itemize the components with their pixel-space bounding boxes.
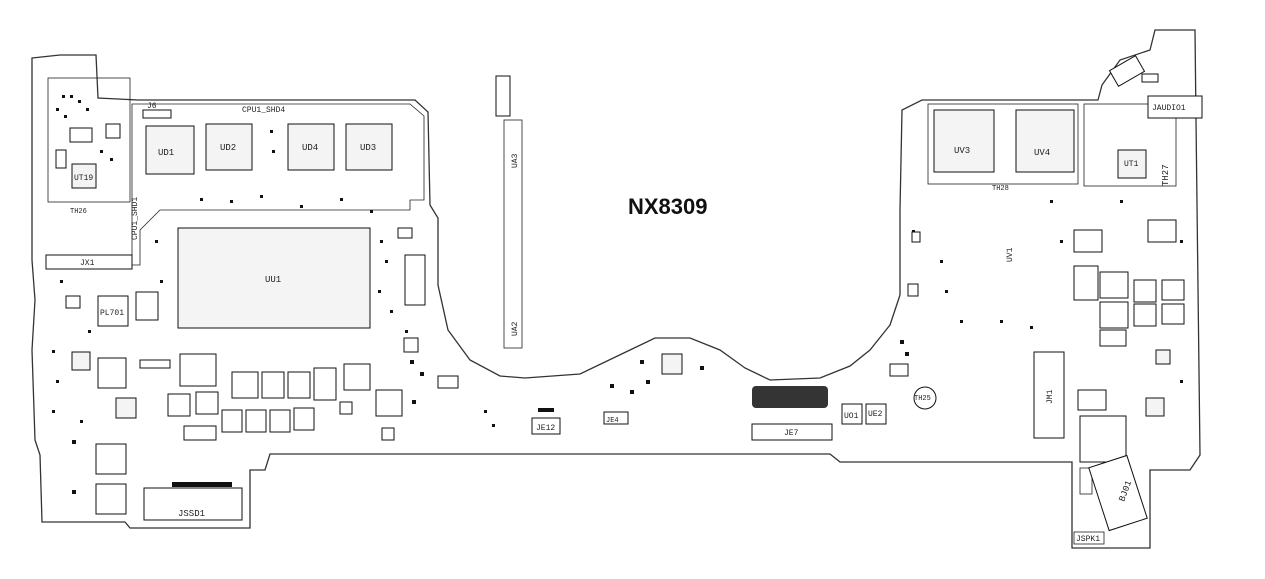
component-right-conn-3 — [889, 363, 909, 377]
chip-ud2 — [205, 123, 253, 171]
component-left-ic6 — [65, 295, 81, 309]
component-uo1 — [841, 403, 863, 425]
label-ua3: UA3 — [511, 153, 520, 168]
label-jspk1: JSPK1 — [1076, 535, 1100, 544]
label-ua2: UA2 — [511, 321, 520, 336]
component-q1 — [397, 227, 413, 239]
component-center-ic — [661, 353, 683, 375]
label-uv3: UV3 — [954, 146, 970, 156]
label-je12: JE12 — [536, 424, 555, 433]
label-th28: TH28 — [992, 185, 1009, 193]
chip-ud4 — [287, 123, 335, 171]
component-jaudio1 — [1147, 95, 1203, 119]
component-je4 — [603, 411, 629, 425]
component-th25 — [913, 386, 937, 410]
power-section-left — [139, 337, 459, 441]
label-cpu1-shd1: CPU1_SHD1 — [131, 197, 140, 240]
label-th25: TH25 — [914, 395, 931, 403]
label-uo1: UO1 — [844, 412, 859, 421]
label-jaudio1: JAUDIO1 — [1152, 104, 1186, 113]
component-left-ic4 — [95, 443, 127, 475]
component-small-3 — [55, 149, 67, 169]
component-jm1 — [1033, 351, 1065, 439]
component-je7 — [751, 423, 833, 441]
board-name: NX8309 — [628, 194, 708, 219]
label-uu1: UU1 — [265, 275, 281, 285]
pads-right — [900, 200, 1183, 383]
label-ud3: UD3 — [360, 143, 376, 153]
shield-ut1 — [1083, 103, 1177, 187]
chip-uv3 — [933, 109, 995, 173]
pads-left-column — [52, 280, 91, 494]
label-je7: JE7 — [784, 429, 799, 438]
component-left-ic3 — [115, 397, 137, 419]
chip-uu1 — [177, 227, 371, 329]
shield-uv — [927, 103, 1079, 185]
label-ud1: UD1 — [158, 148, 174, 158]
label-ue2: UE2 — [868, 410, 883, 419]
label-ud2: UD2 — [220, 143, 236, 153]
pads-topleft — [56, 95, 113, 161]
component-je7-bga — [752, 386, 828, 408]
label-jx1: JX1 — [80, 259, 95, 268]
component-pl701 — [97, 295, 129, 327]
component-ue2 — [865, 403, 887, 425]
label-th27: TH27 — [1161, 164, 1171, 186]
pads-center — [484, 360, 704, 427]
component-small-1 — [69, 127, 93, 143]
component-left-cap — [135, 291, 159, 321]
shield-ut19-area — [47, 77, 131, 203]
component-small-2 — [105, 123, 121, 139]
component-jssd1 — [143, 487, 243, 521]
label-th26: TH26 — [70, 208, 87, 216]
chip-uv4 — [1015, 109, 1075, 173]
component-left-ic2 — [97, 357, 127, 389]
label-j6: J6 — [147, 102, 157, 111]
label-je4: JE4 — [606, 417, 619, 425]
component-jssd1-pins — [172, 482, 232, 487]
component-top-conn-2 — [1141, 73, 1159, 83]
component-je12-pads — [538, 408, 554, 412]
component-jspk1 — [1073, 531, 1105, 545]
label-jssd1: JSSD1 — [178, 509, 205, 519]
label-uv4: UV4 — [1034, 148, 1050, 158]
label-uv1: UV1 — [1006, 247, 1015, 262]
component-jx1 — [45, 254, 133, 270]
chip-ud1 — [145, 125, 195, 175]
label-ud4: UD4 — [302, 143, 318, 153]
label-pl701: PL701 — [100, 309, 124, 318]
component-ut19 — [71, 163, 97, 189]
chip-ud3 — [345, 123, 393, 171]
label-ut1: UT1 — [1124, 160, 1139, 169]
component-bj01 — [1088, 454, 1148, 532]
component-j6 — [142, 109, 172, 119]
component-ua-strip — [503, 119, 523, 349]
shield-cpu1 — [131, 103, 425, 266]
component-vreg-stack — [404, 254, 426, 306]
component-top-conn — [1108, 55, 1146, 87]
component-je12 — [531, 417, 561, 435]
component-left-ic5 — [95, 483, 127, 515]
label-cpu1-shd4: CPU1_SHD4 — [242, 106, 285, 115]
component-right-conn-2 — [911, 231, 921, 243]
label-ut19: UT19 — [74, 174, 93, 183]
power-section-right — [1073, 219, 1185, 463]
component-right-conn-1 — [907, 283, 919, 297]
component-left-ic1 — [71, 351, 91, 371]
chip-ut1 — [1117, 149, 1147, 179]
label-jm1: JM1 — [1046, 389, 1055, 404]
component-ua-strip-top — [495, 75, 511, 117]
component-jspk1-area — [1079, 467, 1093, 495]
